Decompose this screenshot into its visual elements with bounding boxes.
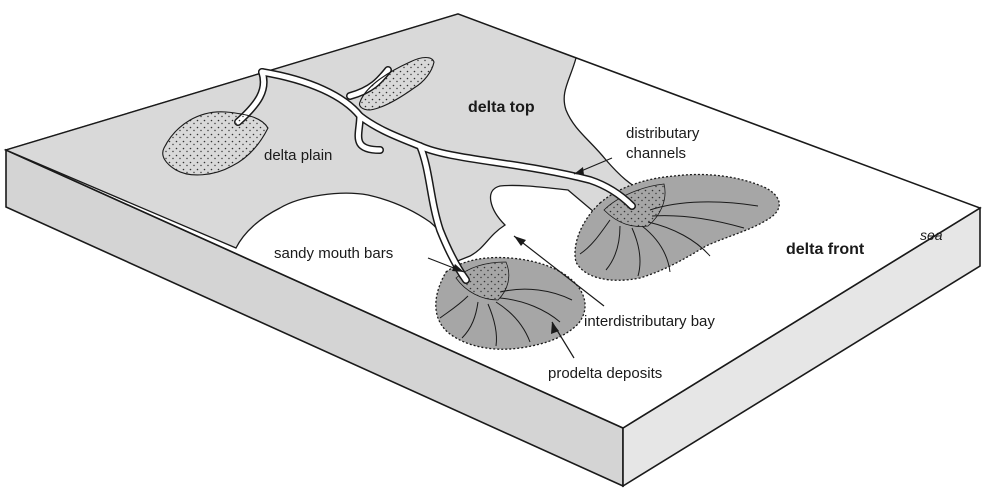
label-delta-top: delta top	[468, 99, 535, 116]
label-prodelta-deposits: prodelta deposits	[548, 365, 662, 382]
label-interdistributary-bay: interdistributary bay	[584, 313, 715, 330]
label-channels: channels	[626, 145, 686, 162]
label-sandy-mouth-bars: sandy mouth bars	[274, 245, 393, 262]
label-delta-plain: delta plain	[264, 147, 332, 164]
label-sea: sea	[920, 227, 943, 243]
label-delta-front: delta front	[786, 241, 865, 258]
label-distributary: distributary	[626, 125, 700, 142]
